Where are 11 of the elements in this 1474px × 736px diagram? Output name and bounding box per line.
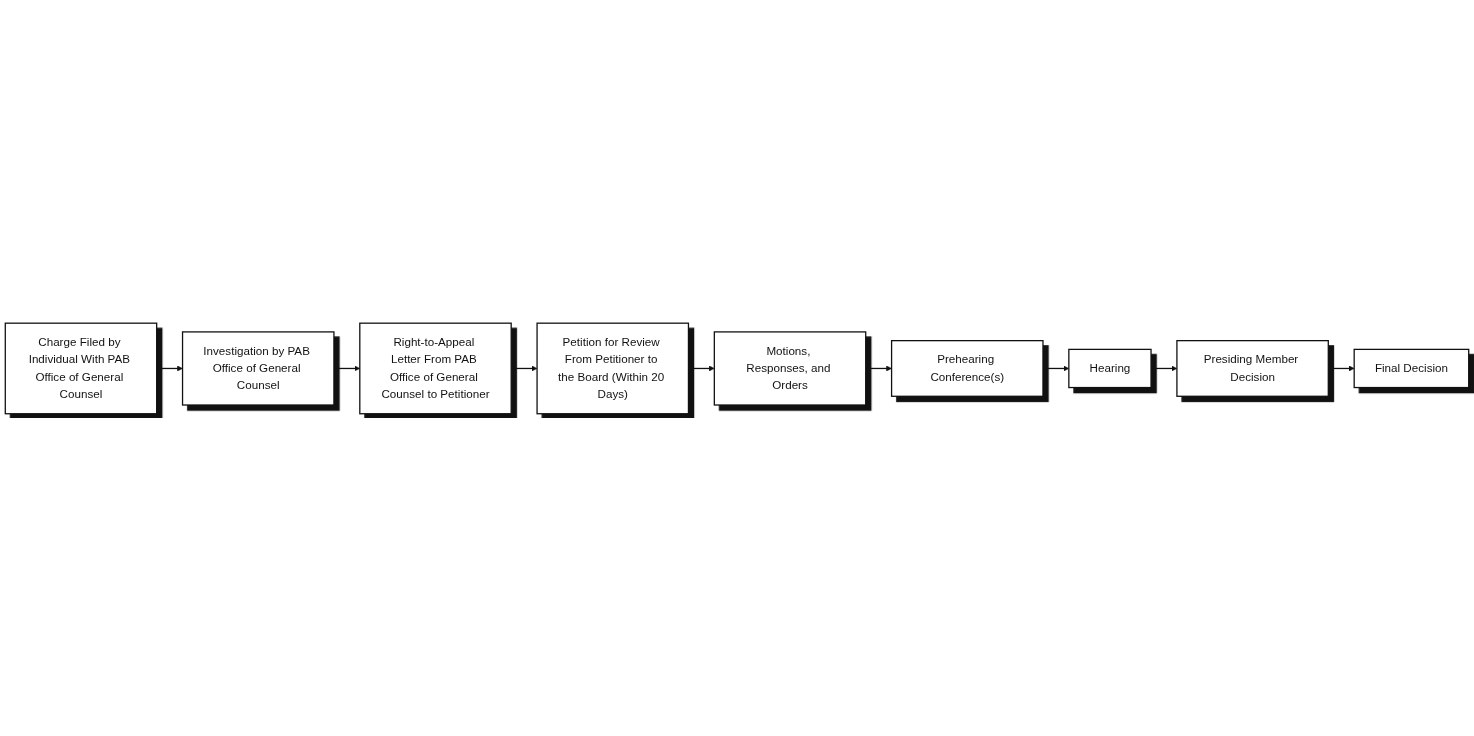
- node-box: Charge Filed by Individual With PAB Office of General Counsel: [4, 322, 158, 414]
- node-box: Motions, Responses, and Orders: [713, 330, 867, 406]
- node-box: Presiding Member Decision: [1176, 339, 1329, 397]
- node-box: Hearing: [1068, 348, 1152, 388]
- arrow: [865, 365, 892, 371]
- node-box: Petition for Review From Petitioner to the Board (Within 20 Days): [536, 322, 690, 414]
- node-box: Right-to-Appeal Letter From PAB Office of General Counsel to Petitioner: [359, 322, 512, 414]
- node-box: Prehearing Conference(s): [890, 339, 1044, 397]
- node-box: Final Decision: [1353, 348, 1470, 388]
- arrow: [156, 365, 183, 371]
- node-box: Investigation by PAB Office of General Counsel: [181, 330, 335, 406]
